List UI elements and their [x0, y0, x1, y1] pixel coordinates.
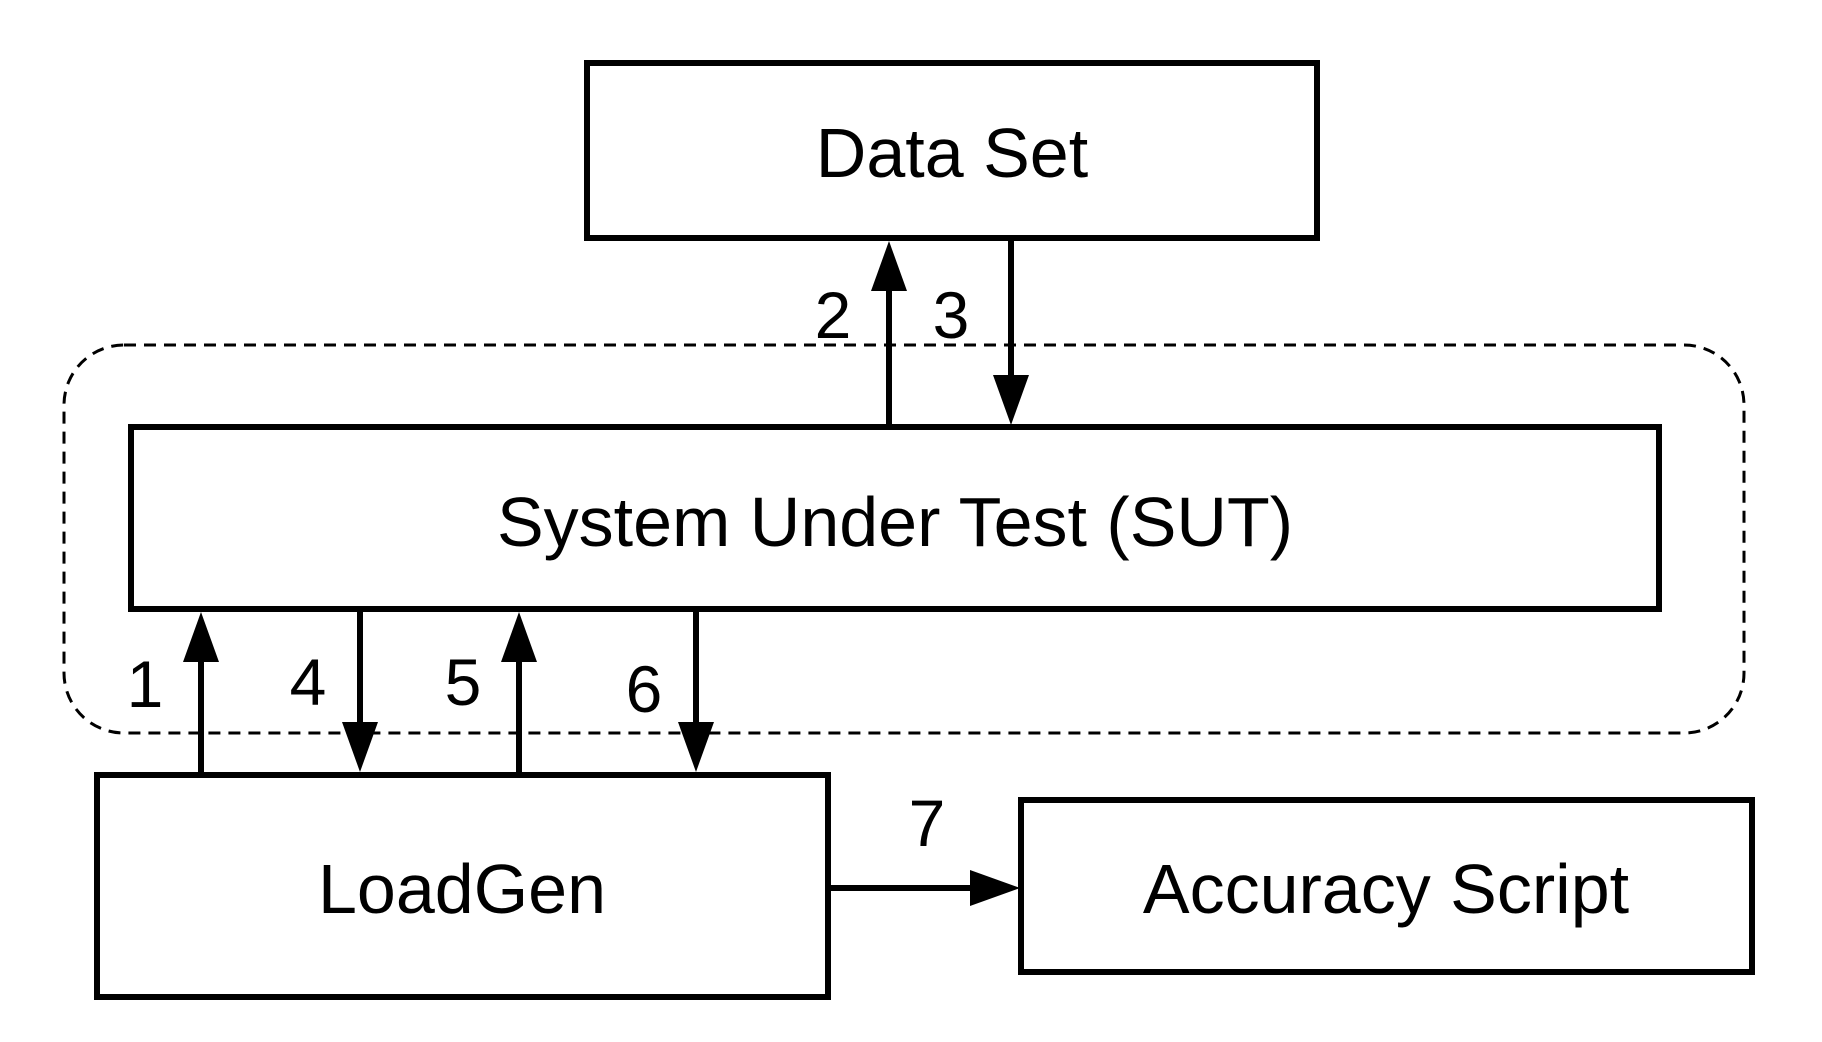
sut-box [128, 424, 1662, 612]
sut-label: System Under Test (SUT) [497, 483, 1293, 561]
step-label-3: 3 [933, 278, 970, 352]
arrow-step-3 [993, 238, 1029, 425]
step-label-1: 1 [127, 647, 164, 721]
arrow-step-7 [828, 870, 1020, 906]
step-label-6: 6 [626, 652, 663, 726]
data-set-label: Data Set [816, 114, 1088, 192]
step-label-4: 4 [290, 645, 327, 719]
accuracy-script-label: Accuracy Script [1143, 850, 1629, 928]
accuracy-script-box [1018, 797, 1755, 975]
loadgen-box [94, 772, 831, 1000]
arrow-step-5 [501, 612, 537, 775]
sut-boundary [62, 343, 1746, 735]
step-label-7: 7 [909, 786, 946, 860]
arrow-step-2 [871, 241, 907, 427]
step-label-2: 2 [815, 278, 852, 352]
loadgen-label: LoadGen [318, 850, 606, 928]
arrow-step-6 [678, 609, 714, 772]
data-set-box [584, 60, 1320, 241]
arrow-step-1 [183, 612, 219, 775]
step-label-5: 5 [445, 645, 482, 719]
arrow-step-4 [342, 609, 378, 772]
